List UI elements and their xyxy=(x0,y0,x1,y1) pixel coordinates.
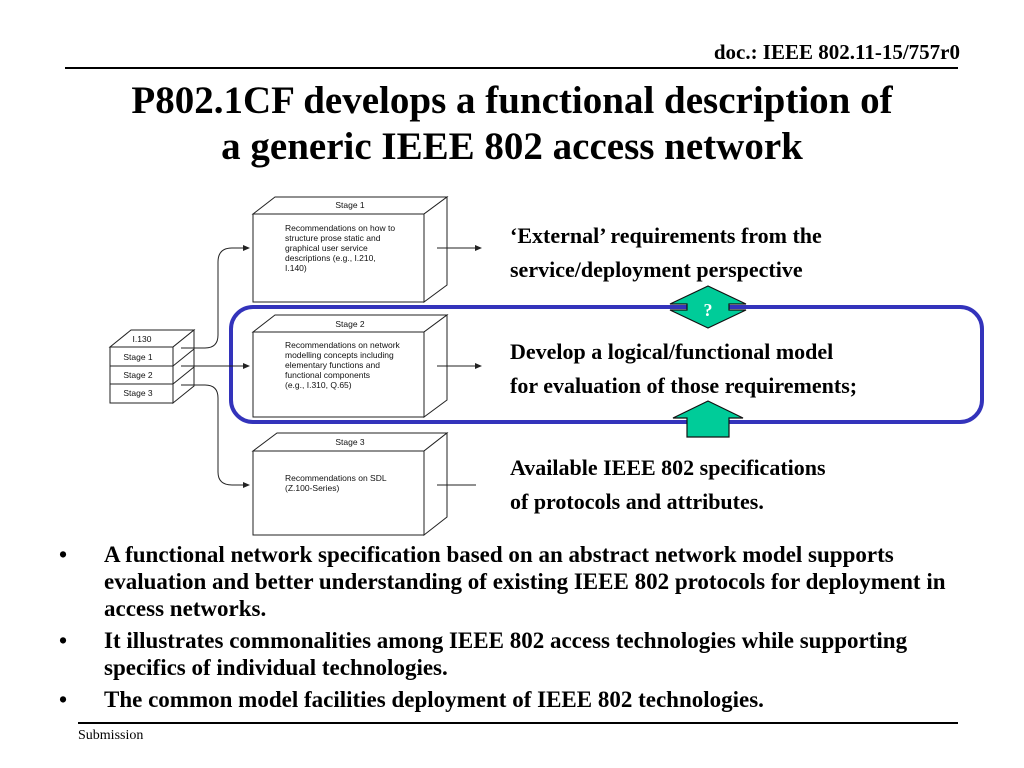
svg-text:structure prose static and: structure prose static and xyxy=(285,233,381,243)
external-requirements-note: ‘External’ requirements from the service… xyxy=(510,223,822,282)
stage-2-description: Recommendations on network modelling con… xyxy=(285,340,401,390)
stage-3-label: Stage 3 xyxy=(335,437,365,447)
i130-row-stage-1: Stage 1 xyxy=(123,352,153,362)
available-specs-note: Available IEEE 802 specifications of pro… xyxy=(510,455,826,514)
svg-text:elementary functions and: elementary functions and xyxy=(285,360,380,370)
bullet-icon: • xyxy=(59,542,68,567)
bullet-text: The common model facilities deployment o… xyxy=(104,687,764,712)
bullet-item: • The common model facilities deployment… xyxy=(55,686,975,713)
i130-row-stage-2: Stage 2 xyxy=(123,370,153,380)
bullet-icon: • xyxy=(59,628,68,653)
svg-text:Recommendations on network: Recommendations on network xyxy=(285,340,401,350)
develop-model-note: Develop a logical/functional model for e… xyxy=(510,339,858,398)
connector-arrowheads xyxy=(243,245,250,488)
stage-3-description: Recommendations on SDL (Z.100-Series) xyxy=(285,473,387,493)
stage-2-box xyxy=(251,314,449,418)
footer-rule xyxy=(78,722,958,724)
svg-text:Recommendations on SDL: Recommendations on SDL xyxy=(285,473,387,483)
bullet-icon: • xyxy=(59,687,68,712)
connector-lines xyxy=(181,247,245,486)
bullet-text: A functional network specification based… xyxy=(104,542,946,621)
stage-1-box xyxy=(251,196,449,303)
highlight-frame xyxy=(229,305,984,424)
stage-2-output-arrow xyxy=(475,363,482,369)
svg-text:functional components: functional components xyxy=(285,370,370,380)
bullet-list: • A functional network specification bas… xyxy=(55,541,975,718)
svg-text:I.140): I.140) xyxy=(285,263,307,273)
bullet-item: • It illustrates commonalities among IEE… xyxy=(55,627,975,681)
svg-text:(Z.100-Series): (Z.100-Series) xyxy=(285,483,339,493)
footer-label: Submission xyxy=(78,728,144,743)
i130-label: I.130 xyxy=(133,334,152,344)
stage-1-label: Stage 1 xyxy=(335,200,365,210)
document-id: doc.: IEEE 802.11-15/757r0 xyxy=(713,40,960,64)
header-rule xyxy=(65,67,958,69)
stage-1-description: Recommendations on how to structure pros… xyxy=(285,223,395,273)
bullet-text: It illustrates commonalities among IEEE … xyxy=(104,628,908,680)
stage-1-output-arrow xyxy=(475,245,482,251)
svg-text:Recommendations on how to: Recommendations on how to xyxy=(285,223,395,233)
svg-text:descriptions (e.g., I.210,: descriptions (e.g., I.210, xyxy=(285,253,376,263)
up-arrow-icon xyxy=(672,400,744,438)
slide-title: P802.1CF develops a functional descripti… xyxy=(40,78,984,170)
svg-text:graphical user service: graphical user service xyxy=(285,243,368,253)
svg-text:modelling concepts including: modelling concepts including xyxy=(285,350,394,360)
stage-2-label: Stage 2 xyxy=(335,319,365,329)
bullet-item: • A functional network specification bas… xyxy=(55,541,975,622)
stage-3-box xyxy=(251,431,449,537)
bidirectional-question-arrow: ? xyxy=(669,285,747,329)
title-line-1: P802.1CF develops a functional descripti… xyxy=(131,79,893,122)
i130-row-stage-3: Stage 3 xyxy=(123,388,153,398)
title-line-2: a generic IEEE 802 access network xyxy=(221,125,803,168)
question-mark-icon: ? xyxy=(704,300,713,320)
svg-text:(e.g., I.310, Q.65): (e.g., I.310, Q.65) xyxy=(285,380,352,390)
